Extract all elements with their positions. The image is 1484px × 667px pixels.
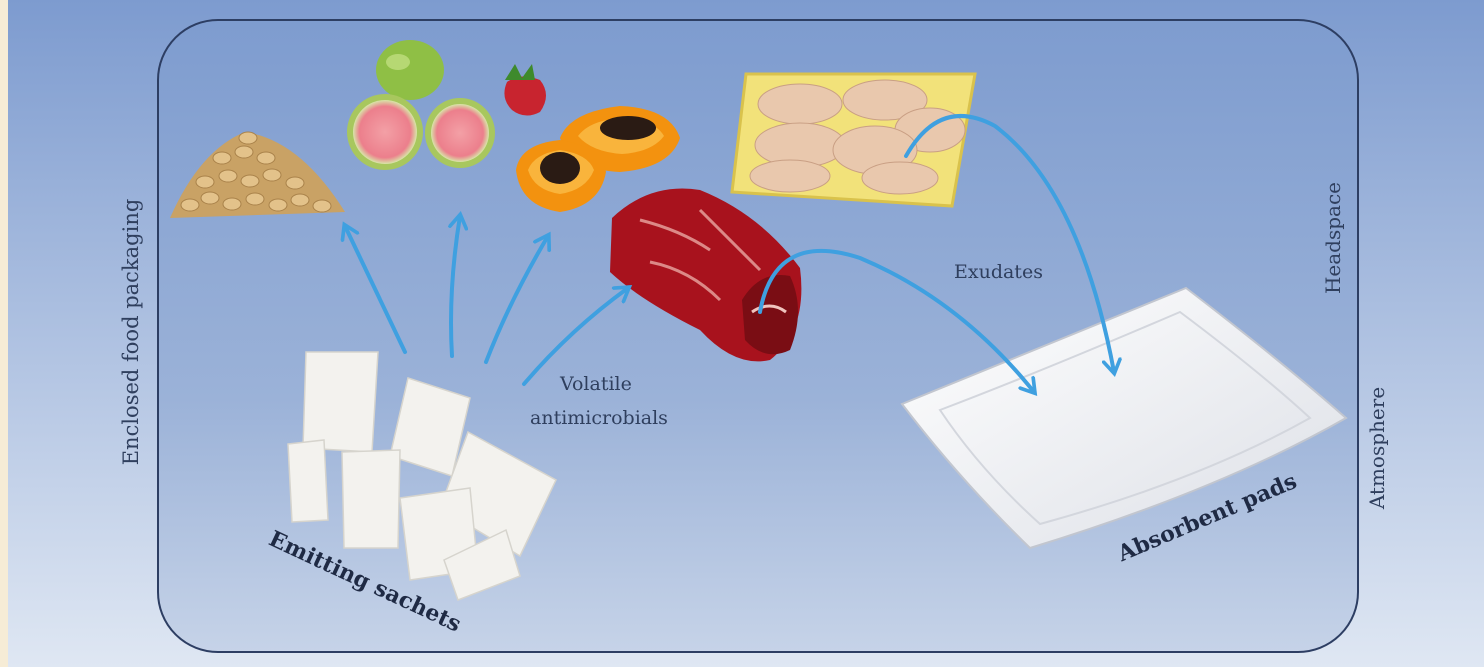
label-exudates: Exudates [954, 261, 1043, 283]
chicken-tray-icon [732, 74, 975, 206]
label-volatile: Volatile [559, 373, 632, 395]
left-margin-strip [0, 0, 8, 667]
label-atmosphere: Atmosphere [1365, 387, 1389, 510]
label-headspace: Headspace [1321, 182, 1345, 294]
label-antimicrobials: antimicrobials [530, 407, 668, 429]
label-enclosed-food-packaging: Enclosed food packaging [119, 199, 143, 466]
